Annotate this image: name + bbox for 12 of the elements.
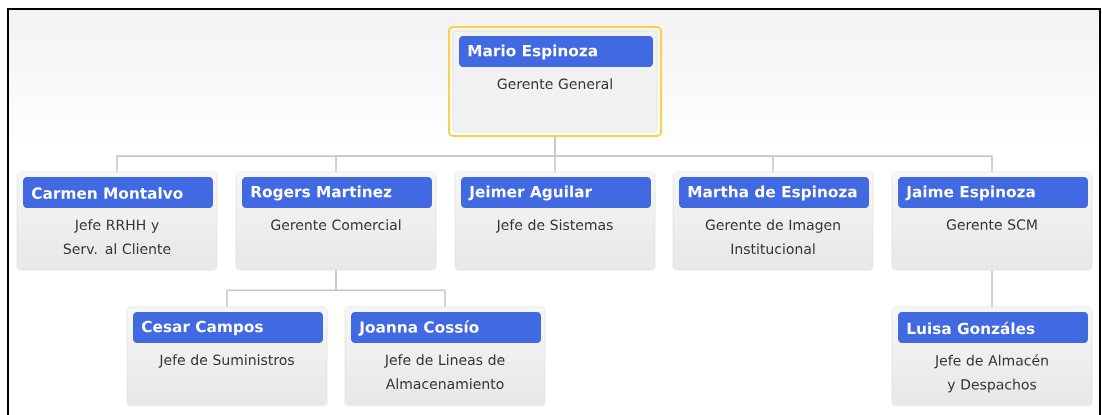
- person-box: Jaime Espinoza Gerente SCM: [891, 171, 1093, 271]
- person-box: Joanna Cossío Jefe de Lineas de Almacenamiento: [344, 306, 546, 407]
- person-box: Mario Espinoza Gerente General: [447, 25, 663, 138]
- person-box: Carmen Montalvo Jefe RRHH y Serv. al Cliente: [16, 171, 218, 271]
- person-box: Martha de Espinoza Gerente de Imagen Institucional: [672, 171, 874, 271]
- connector-line: [335, 269, 446, 308]
- person-box: Rogers Martinez Gerente Comercial: [235, 171, 437, 271]
- connector-line: [554, 136, 993, 173]
- person-box: Cesar Campos Jefe de Suministros: [126, 306, 328, 407]
- person-box: Jeimer Aguilar Jefe de Sistemas: [454, 171, 656, 271]
- person-box: Luisa Gonzáles Jefe de Almacén y Despachos: [891, 306, 1093, 407]
- connector-line: [991, 269, 993, 308]
